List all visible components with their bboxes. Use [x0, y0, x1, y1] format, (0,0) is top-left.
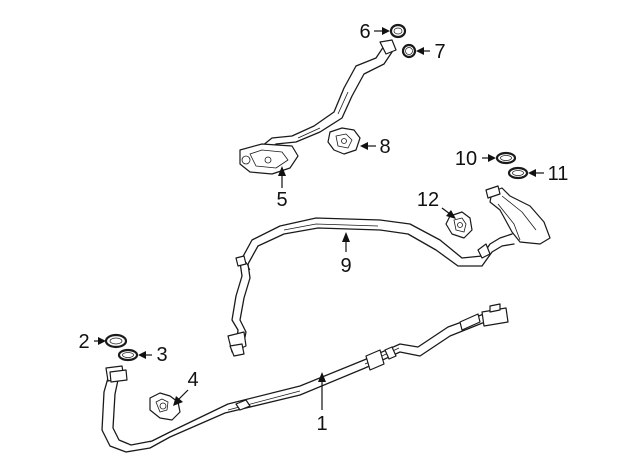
part-1-lower-tube [101, 303, 509, 453]
callout-9: 9 [340, 255, 351, 277]
callout-10: 10 [455, 148, 477, 170]
part-9-right-fitting [485, 185, 551, 245]
callout-11: 11 [548, 163, 569, 185]
part-9-middle-tube [227, 217, 515, 357]
callout-5: 5 [276, 189, 287, 211]
part-3-oring [117, 348, 139, 362]
part-10-oring [495, 151, 517, 165]
part-11-oring [507, 166, 529, 180]
part-6-oring [389, 23, 407, 39]
part-4-clamp [149, 392, 181, 421]
callout-6: 6 [359, 21, 370, 43]
leader-lines [94, 27, 544, 410]
part-8-clamp [327, 127, 361, 155]
callout-12: 12 [417, 189, 439, 211]
callout-2: 2 [78, 331, 89, 353]
callout-4: 4 [187, 369, 198, 391]
part-5-upper-tube [239, 39, 397, 175]
callout-1: 1 [316, 413, 327, 435]
part-7-oring [401, 43, 417, 59]
callout-3: 3 [156, 344, 167, 366]
part-2-oring [104, 333, 128, 349]
part-12-clamp [445, 211, 473, 239]
callout-8: 8 [379, 136, 390, 158]
callout-7: 7 [434, 41, 445, 63]
callout-labels: 1 2 3 4 5 6 7 8 9 10 11 12 [78, 21, 568, 435]
